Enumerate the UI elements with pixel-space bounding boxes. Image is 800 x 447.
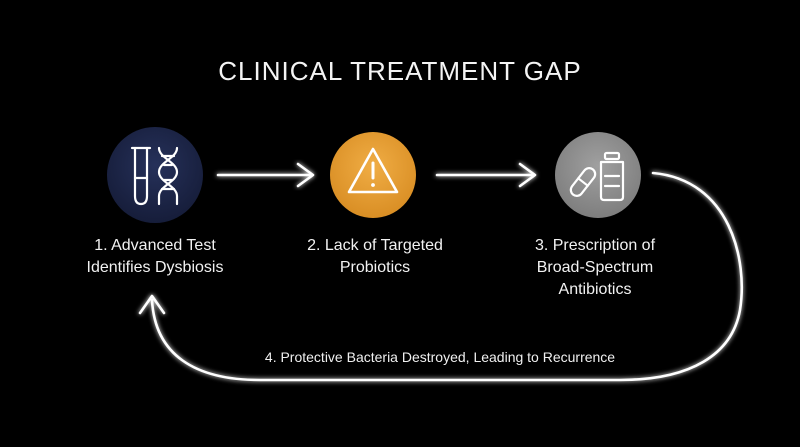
step-3-label-line: 3. Prescription of [534,237,656,254]
loop-step-4-label: 4. Protective Bacteria Destroyed, Leadin… [264,349,616,365]
step-3-circle [555,132,641,218]
step-2-label-line: 2. Lack of Targeted [307,237,443,254]
step-1-label-line: Identifies Dysbiosis [86,259,224,276]
step-3-node [555,132,641,218]
step-2-node [330,132,416,218]
step-1-node [107,127,203,223]
step-3-label: 3. Prescription of Broad-Spectrum Antibi… [495,235,695,301]
test-tube-dna-icon [130,146,179,206]
step-3-label-line: Antibiotics [558,281,632,298]
step-2-label-line: Probiotics [339,259,411,276]
diagram-title: CLINICAL TREATMENT GAP [218,56,582,86]
warning-triangle-icon [347,147,399,194]
step-1-label: 1. Advanced Test Identifies Dysbiosis [55,235,255,279]
step-3-label-line: Broad-Spectrum [536,259,654,276]
arrow-3-to-1-loop [138,171,744,382]
pill-bottle-icon [569,151,625,202]
step-1-circle [107,127,203,223]
arrow-2-to-3 [435,162,537,188]
arrow-1-to-2 [216,162,315,188]
step-2-label: 2. Lack of Targeted Probiotics [275,235,475,279]
step-1-label-line: 1. Advanced Test [94,237,216,254]
